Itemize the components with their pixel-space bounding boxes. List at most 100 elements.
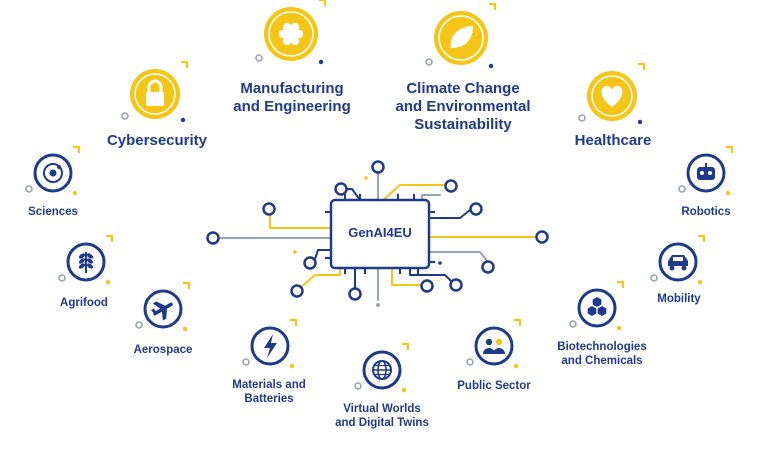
decor-ring xyxy=(121,112,129,120)
trace-pad xyxy=(449,278,463,292)
leaf-badge xyxy=(434,11,488,65)
gear-icon xyxy=(278,22,304,46)
corner-bracket xyxy=(183,281,191,289)
decor-ring xyxy=(578,114,586,122)
label-sciences: Sciences xyxy=(8,206,98,220)
corner-bracket xyxy=(638,62,646,70)
trace-pad xyxy=(206,231,220,245)
decor-dot xyxy=(637,119,643,125)
molecule-icon xyxy=(587,297,607,316)
corner-bracket xyxy=(319,0,327,6)
decor-ring xyxy=(242,358,250,366)
label-line: Virtual Worlds xyxy=(343,403,421,415)
label-line: Aerospace xyxy=(133,344,193,356)
leaf-icon xyxy=(450,26,473,49)
label-line: Sustainability xyxy=(414,116,512,133)
decor-dot xyxy=(697,279,703,285)
trace-pad xyxy=(334,182,348,196)
label-robotics: Robotics xyxy=(661,206,751,220)
wheat-icon xyxy=(78,252,94,273)
decor-ring xyxy=(466,358,474,366)
wheat-badge xyxy=(66,242,106,282)
genai4eu-chip xyxy=(325,194,435,274)
trace-pad xyxy=(444,179,458,193)
molecule-badge xyxy=(577,288,617,328)
decor-dot xyxy=(318,59,324,65)
corner-bracket xyxy=(698,234,706,242)
trace-pad xyxy=(420,279,434,293)
atom-icon xyxy=(43,163,63,183)
label-line: Manufacturing xyxy=(240,80,344,97)
decor-dot xyxy=(513,363,519,369)
lock-icon xyxy=(146,79,164,106)
label-line: Climate Change xyxy=(406,80,520,97)
circuit-pads xyxy=(206,160,549,301)
airplane-icon xyxy=(150,301,173,321)
trace-pad xyxy=(371,160,385,174)
decor-dot xyxy=(289,363,295,369)
people-badge xyxy=(474,326,514,366)
label-cybersecurity: Cybersecurity xyxy=(87,132,227,150)
label-line: Public Sector xyxy=(457,380,531,392)
label-agrifood: Agrifood xyxy=(39,297,129,311)
trace-pad xyxy=(303,256,317,270)
label-mobility: Mobility xyxy=(634,293,724,307)
corner-bracket xyxy=(73,145,81,153)
gear-badge xyxy=(264,7,318,61)
corner-bracket xyxy=(106,234,114,242)
circuit-dots xyxy=(293,176,442,307)
decor-dot xyxy=(105,279,111,285)
corner-bracket xyxy=(290,318,298,326)
globe-icon xyxy=(372,360,392,380)
heart-plus-icon xyxy=(601,86,623,107)
lightning-icon xyxy=(264,334,277,358)
label-line: Sciences xyxy=(28,206,78,218)
lightning-badge xyxy=(250,326,290,366)
lock-badge xyxy=(130,69,180,119)
decor-ring xyxy=(255,54,263,62)
label-healthcare: Healthcare xyxy=(553,132,673,150)
trace-pad xyxy=(290,284,304,298)
label-line: and Chemicals xyxy=(561,354,643,367)
corner-bracket xyxy=(181,60,189,68)
label-line: Healthcare xyxy=(574,132,652,149)
decor-dot xyxy=(725,190,731,196)
decor-ring xyxy=(354,382,362,390)
label-line: and Engineering xyxy=(233,98,351,115)
corner-bracket xyxy=(726,145,734,153)
airplane-badge xyxy=(143,289,183,329)
label-public: Public Sector xyxy=(439,380,549,394)
heart-plus-badge xyxy=(587,71,637,121)
label-line: Materials and xyxy=(232,379,306,391)
corner-bracket xyxy=(489,2,497,10)
trace-pad xyxy=(348,287,362,301)
car-icon xyxy=(668,255,688,271)
people-icon xyxy=(483,338,505,354)
decor-ring xyxy=(650,274,658,282)
atom-badge xyxy=(33,153,73,193)
decor-ring xyxy=(569,320,577,328)
decor-dot xyxy=(401,387,407,393)
label-line: Cybersecurity xyxy=(106,132,208,149)
decor-ring xyxy=(678,185,686,193)
globe-badge xyxy=(362,350,402,390)
label-line: Mobility xyxy=(657,293,701,305)
corner-bracket xyxy=(617,280,625,288)
circuit-traces xyxy=(218,171,543,301)
decor-dot xyxy=(180,117,186,123)
decor-ring xyxy=(58,274,66,282)
decor-ring xyxy=(135,321,143,329)
decor-ring xyxy=(425,58,433,66)
decor-dot xyxy=(488,63,494,69)
label-line: and Digital Twins xyxy=(335,416,429,429)
robot-icon xyxy=(697,163,715,180)
trace-pad xyxy=(262,202,276,216)
decor-dot xyxy=(182,326,188,332)
trace-pad xyxy=(481,260,495,274)
label-line: Batteries xyxy=(244,392,294,405)
